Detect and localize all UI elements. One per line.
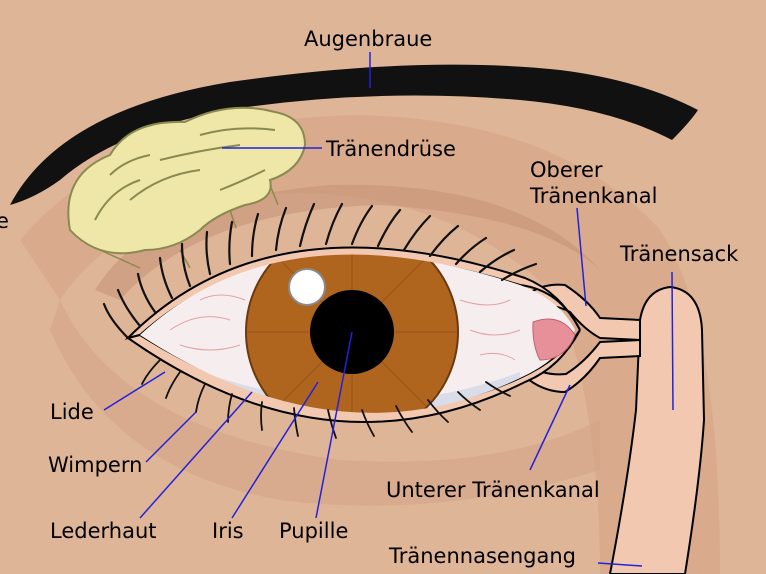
- leader-traenensack: [672, 272, 673, 410]
- label-traenensack: Tränensack: [619, 242, 739, 266]
- label-nasengang: Tränennasengang: [388, 544, 576, 568]
- label-pupille: Pupille: [279, 519, 348, 543]
- label-oberer-line2: Tränenkanal: [529, 184, 657, 208]
- label-cut-left: e: [0, 209, 9, 233]
- label-lide: Lide: [50, 400, 94, 424]
- label-traenendruese: Tränendrüse: [325, 137, 456, 161]
- label-lederhaut: Lederhaut: [50, 519, 157, 543]
- eye-highlight: [289, 269, 325, 305]
- label-iris: Iris: [212, 519, 244, 543]
- label-wimpern: Wimpern: [48, 453, 142, 477]
- label-oberer-line1: Oberer: [530, 158, 603, 182]
- label-augenbraue: Augenbraue: [304, 27, 432, 51]
- label-unterer: Unterer Tränenkanal: [386, 478, 600, 502]
